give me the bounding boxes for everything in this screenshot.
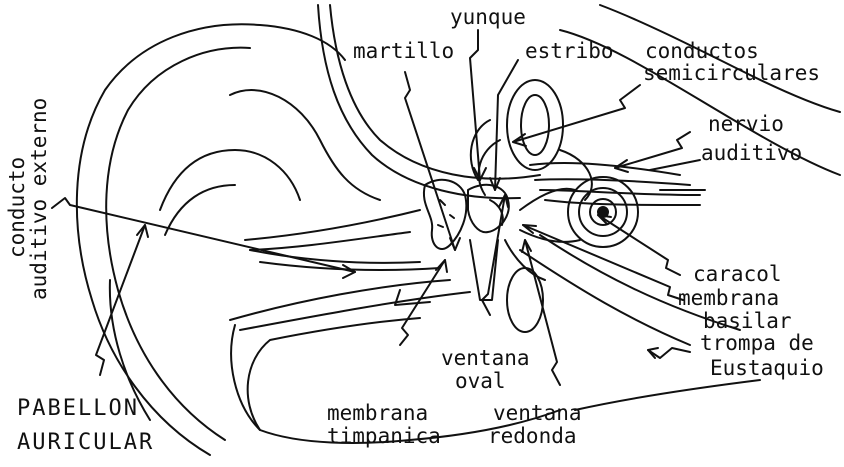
label-auditivo: auditivo (701, 142, 802, 164)
pinna-outline (77, 24, 345, 455)
label-nervio: nervio (708, 113, 784, 135)
label-yunque: yunque (450, 6, 526, 28)
label-trompa-de: trompa de (700, 332, 814, 354)
label-timpanica: timpanica (327, 425, 441, 447)
label-auditivo-externo: auditivo externo (28, 98, 50, 300)
semicircular-canals (471, 80, 592, 200)
label-ventana-oval-1: ventana (441, 347, 530, 369)
label-martillo: martillo (353, 40, 454, 62)
leader-lines (52, 30, 690, 385)
label-oval: oval (455, 370, 506, 392)
label-conducto: conducto (6, 157, 28, 258)
label-estribo: estribo (525, 40, 614, 62)
label-eustaquio: Eustaquio (710, 357, 824, 379)
label-membrana-basilar: membrana (678, 287, 779, 309)
label-auricular: AURICULAR (17, 432, 154, 454)
label-pabellon: PABELLON (17, 398, 139, 420)
label-caracol: caracol (693, 263, 782, 285)
label-membrana-timpanica: membrana (327, 402, 428, 424)
label-redonda: redonda (488, 425, 577, 447)
label-conductos: conductos (645, 40, 759, 62)
label-semicirculares: semicirculares (643, 62, 820, 84)
label-basilar: basilar (703, 310, 792, 332)
label-ventana-redonda: ventana (493, 402, 582, 424)
